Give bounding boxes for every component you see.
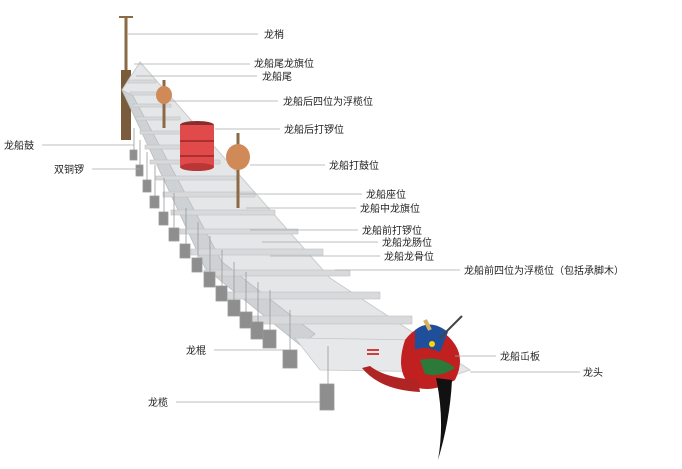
label-longshao: 龙梢: [264, 28, 284, 41]
label-dagu: 龙船打鼓位: [329, 159, 379, 172]
label-houluo: 龙船后打锣位: [284, 123, 344, 136]
label-qianluo: 龙船前打锣位: [362, 224, 422, 237]
label-gun: 龙棍: [186, 344, 206, 357]
label-qianban: 龙船屲板: [500, 350, 540, 363]
leader-lines: [42, 33, 580, 403]
label-longchang: 龙船龙肠位: [382, 236, 432, 249]
label-qianfu: 龙船前四位为浮榄位（包括承脚木）: [464, 264, 624, 277]
label-chuanwei: 龙船尾: [262, 70, 292, 83]
label-lan: 龙榄: [148, 396, 168, 409]
label-gu: 龙船鼓: [4, 139, 34, 152]
label-longgu: 龙船龙骨位: [384, 250, 434, 263]
labels: 龙梢 龙船尾龙旗位 龙船尾 龙船后四位为浮榄位 龙船后打锣位 龙船鼓 双铜锣 龙…: [4, 28, 624, 409]
rear-gong: [156, 80, 172, 128]
label-zuowei: 龙船座位: [366, 188, 406, 201]
boat-planks: [127, 79, 413, 325]
drummer-gong: [226, 133, 250, 208]
dragon-head: [362, 315, 463, 460]
label-zhongqi: 龙船中龙旗位: [360, 202, 420, 215]
label-longtou: 龙头: [583, 366, 603, 379]
label-houfu: 龙船后四位为浮榄位: [283, 95, 373, 108]
side-floats: [129, 128, 335, 411]
label-shuangluo: 双铜锣: [54, 163, 84, 176]
label-weiqi: 龙船尾龙旗位: [254, 57, 314, 70]
drum: [180, 121, 214, 171]
